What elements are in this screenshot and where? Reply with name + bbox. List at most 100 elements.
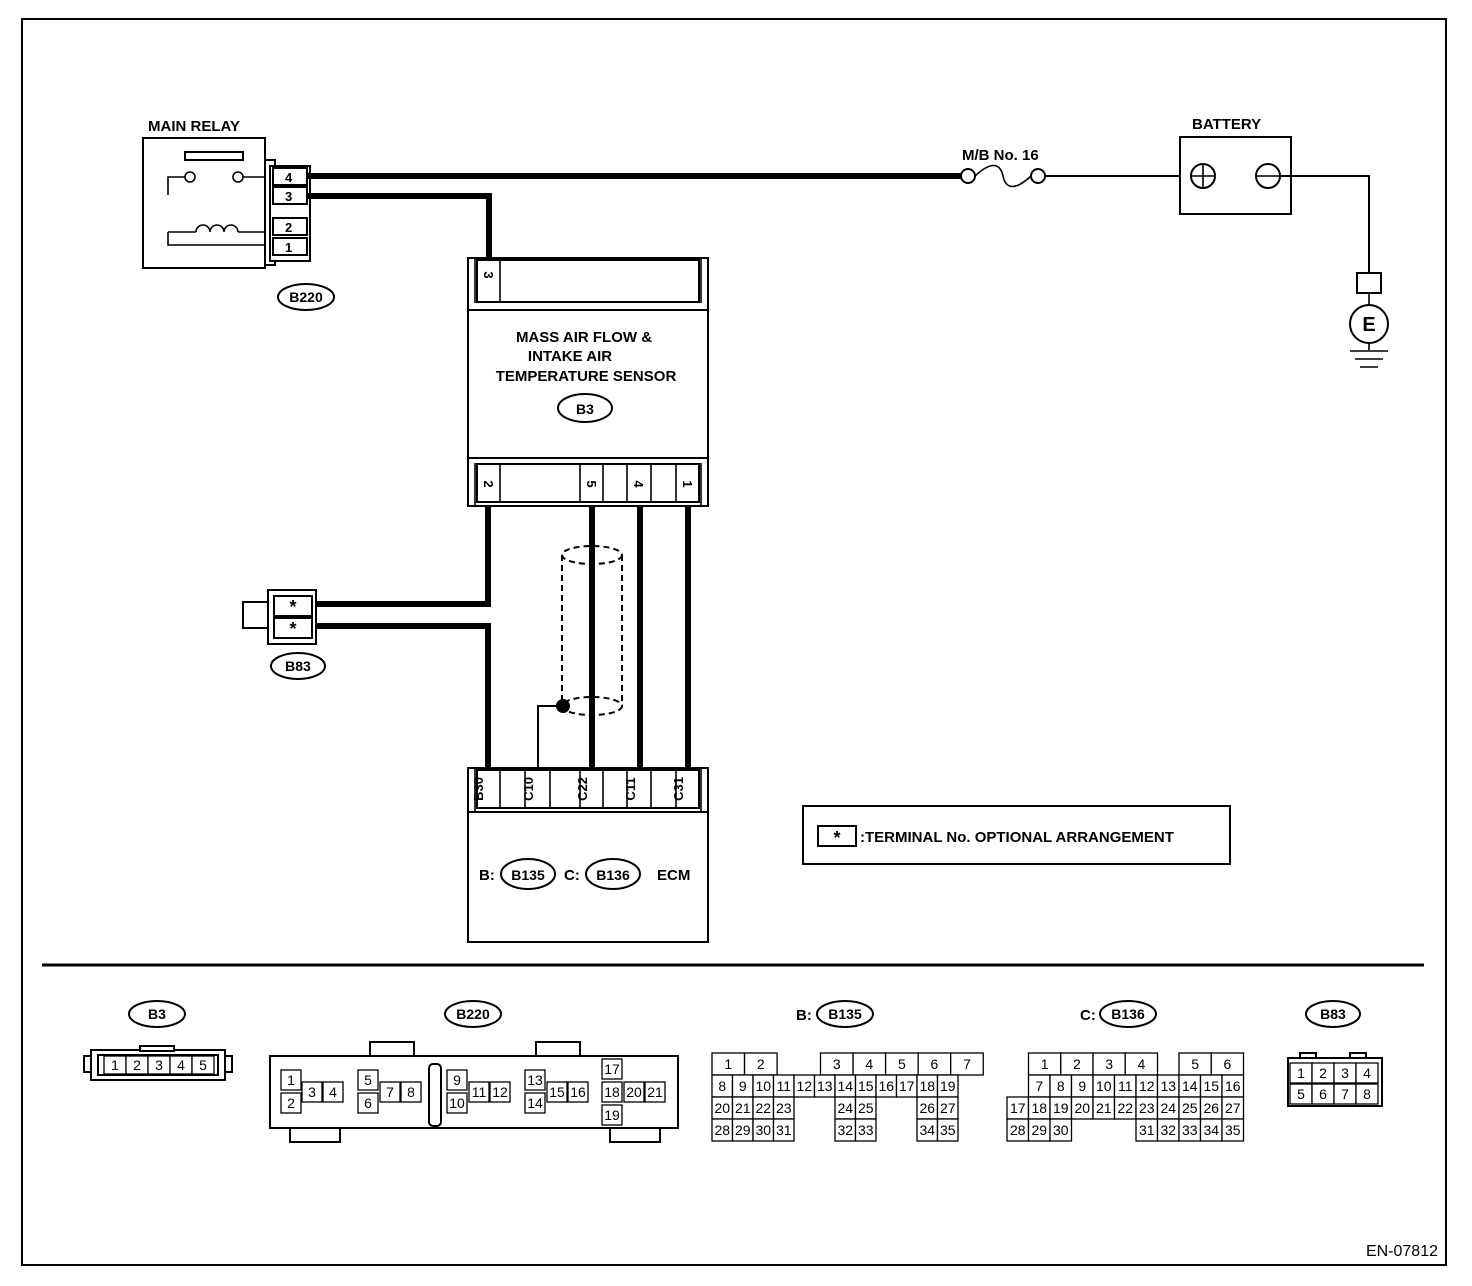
b220-view-pin: 17 — [604, 1061, 620, 1077]
b136-view-pin: 3 — [1105, 1056, 1113, 1072]
b135-view-pin: 6 — [931, 1056, 939, 1072]
relay-contact — [184, 151, 244, 161]
b136-view-pin: 11 — [1118, 1078, 1133, 1094]
ground-icon: E — [1349, 272, 1389, 368]
maf-sensor: 3 MASS AIR FLOW & INTAKE AIR TEMPERATURE… — [467, 257, 709, 507]
relay-pin-3: 3 — [285, 189, 292, 204]
sensor-name-line2: INTAKE AIR — [528, 348, 612, 365]
ground-label: E — [1362, 314, 1375, 336]
ecm-pin-c31: C31 — [671, 777, 686, 801]
b136-view-pin: 23 — [1139, 1100, 1155, 1116]
b135-view-pin: 29 — [735, 1122, 751, 1138]
b220-view-label: B220 — [456, 1006, 490, 1022]
b136-view-label: B136 — [1111, 1006, 1145, 1022]
b220-view-pin: 2 — [287, 1095, 295, 1111]
b220-view-pin: 12 — [492, 1084, 508, 1100]
b135-view-pin: 3 — [833, 1056, 841, 1072]
b135-view-pin: 11 — [776, 1078, 791, 1094]
wire-sensor2-b83 — [316, 506, 491, 607]
b135-view-pin: 21 — [735, 1100, 751, 1116]
b220-view-pin: 10 — [449, 1095, 465, 1111]
wire-battery-ground — [1280, 175, 1370, 273]
b135-view-pin: 32 — [837, 1122, 853, 1138]
b136-view-pin: 25 — [1182, 1100, 1198, 1116]
b136-view-pin: 18 — [1031, 1100, 1047, 1116]
ecm: B30 C10 C22 C11 C31 B: B135 C: B136 ECM — [467, 767, 709, 943]
b136-view-pin: 15 — [1203, 1078, 1219, 1094]
b136-view-pin: 30 — [1053, 1122, 1069, 1138]
relay-coil — [195, 224, 239, 233]
sensor-connector-label: B3 — [576, 401, 594, 417]
b3-view-pin: 1 — [111, 1057, 119, 1073]
b135-view-pin: 28 — [714, 1122, 730, 1138]
b136-view-pin: 13 — [1160, 1078, 1176, 1094]
b136-view-pin: 16 — [1225, 1078, 1241, 1094]
ecm-pin-b30: B30 — [471, 777, 486, 801]
b83-pin-a: * — [289, 597, 296, 617]
b220-view-pin: 3 — [308, 1084, 316, 1100]
b135-view-pin: 5 — [898, 1056, 906, 1072]
b135-view-label: B135 — [828, 1006, 862, 1022]
b136-view-pin: 29 — [1031, 1122, 1047, 1138]
ecm-b-connector: B135 — [511, 867, 545, 883]
b135-view-pin: 12 — [796, 1078, 812, 1094]
b135-view-prefix: B: — [796, 1007, 812, 1024]
relay-connector-label: B220 — [289, 289, 323, 305]
main-relay-title: MAIN RELAY — [148, 118, 240, 135]
b83-view-pin: 6 — [1319, 1086, 1327, 1102]
b136-view-pin: 32 — [1160, 1122, 1176, 1138]
b135-view-pin: 25 — [858, 1100, 874, 1116]
b83-view-pin: 3 — [1341, 1065, 1349, 1081]
sensor-name-line1: MASS AIR FLOW & — [516, 329, 652, 346]
b136-view-pin: 27 — [1225, 1100, 1241, 1116]
b135-view-pin: 16 — [878, 1078, 894, 1094]
b220-view-pin: 11 — [472, 1084, 487, 1100]
sensor-pin-5: 5 — [584, 480, 599, 487]
b220-view-pin: 14 — [527, 1095, 543, 1111]
b136-view-pin: 2 — [1073, 1056, 1081, 1072]
b135-view-pin: 13 — [817, 1078, 833, 1094]
ecm-c-connector: B136 — [596, 867, 630, 883]
figure-id: EN-07812 — [1366, 1243, 1438, 1260]
b220-view-pin: 15 — [549, 1084, 565, 1100]
b135-view-pin: 2 — [757, 1056, 765, 1072]
b220-view-pin: 8 — [407, 1084, 415, 1100]
b135-view-pin: 14 — [837, 1078, 853, 1094]
b136-view-pin: 10 — [1096, 1078, 1112, 1094]
b136-view-pin: 6 — [1223, 1056, 1231, 1072]
ecm-title: ECM — [657, 867, 690, 884]
b136-view-pin: 5 — [1191, 1056, 1199, 1072]
sensor-top-pin-3: 3 — [481, 271, 496, 278]
b83-connector-label: B83 — [285, 658, 311, 674]
b3-view-label: B3 — [148, 1006, 166, 1022]
b3-view-pin: 4 — [177, 1057, 185, 1073]
legend-text: :TERMINAL No. OPTIONAL ARRANGEMENT — [860, 829, 1174, 846]
main-relay: MAIN RELAY 4 3 2 1 B220 — [142, 118, 335, 311]
b136-view-pin: 17 — [1010, 1100, 1026, 1116]
sensor-pin-2: 2 — [481, 480, 496, 487]
b135-view-pin: 23 — [776, 1100, 792, 1116]
b135-view-pin: 34 — [919, 1122, 935, 1138]
b136-view-pin: 1 — [1041, 1056, 1049, 1072]
relay-pin-2: 2 — [285, 220, 292, 235]
b220-view-pin: 18 — [604, 1084, 620, 1100]
b136-view-pin: 22 — [1117, 1100, 1133, 1116]
b135-view-pin: 19 — [940, 1078, 956, 1094]
b83-connector: * * B83 — [242, 589, 326, 680]
b135-view-pin: 17 — [899, 1078, 915, 1094]
b136-view-pin: 28 — [1010, 1122, 1026, 1138]
b136-view-pin: 7 — [1035, 1078, 1043, 1094]
b135-view-pin: 33 — [858, 1122, 874, 1138]
sensor-pin-4: 4 — [631, 480, 646, 488]
b83-pin-b: * — [289, 619, 296, 639]
legend-symbol: * — [833, 828, 840, 848]
b220-view-pin: 13 — [527, 1072, 543, 1088]
b136-view-prefix: C: — [1080, 1007, 1096, 1024]
b136-view-pin: 33 — [1182, 1122, 1198, 1138]
